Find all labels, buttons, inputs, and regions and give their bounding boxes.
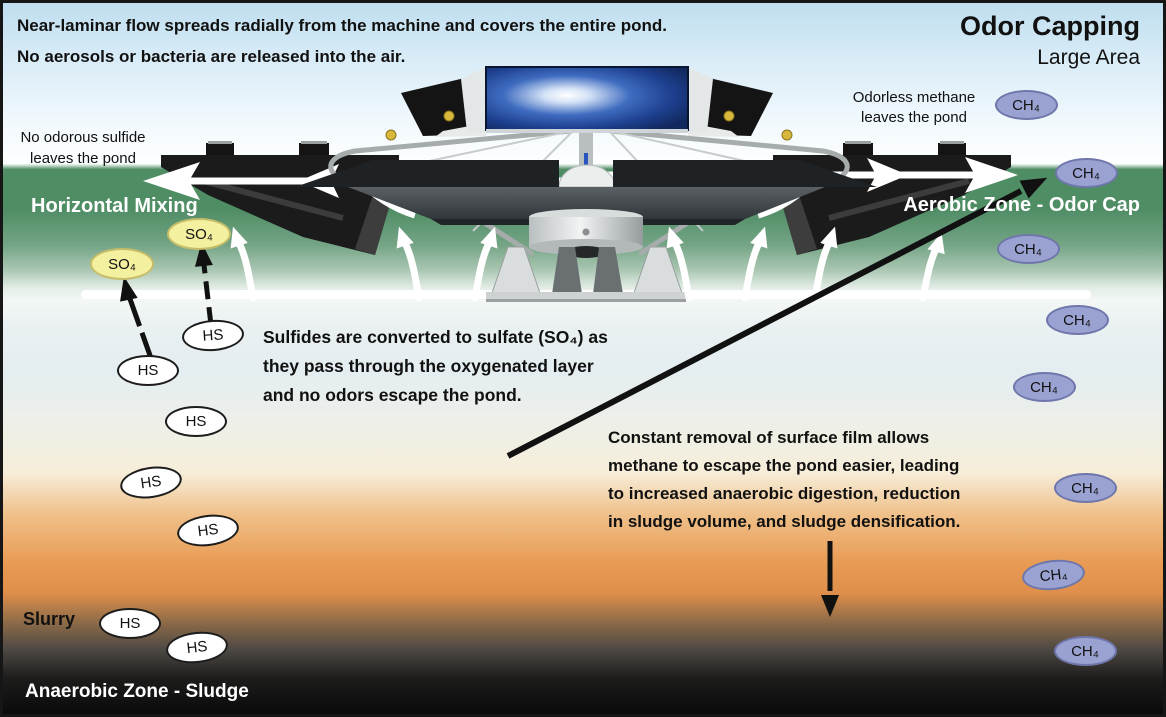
upwelling-arrowheads xyxy=(230,226,945,255)
sulfide-conversion-arrows xyxy=(120,242,214,362)
hs-bubble: HS xyxy=(164,628,230,666)
no-sulfide-note: No odorous sulfide leaves the pond xyxy=(20,129,146,167)
so4-bubble: SO₄ xyxy=(90,248,154,280)
title-block: Odor Capping Large Area xyxy=(960,9,1140,72)
solar-circulator-machine xyxy=(295,66,877,302)
ch4-bubble: CH₄ xyxy=(1045,305,1109,335)
ch4-bubble: CH₄ xyxy=(1053,636,1117,666)
boom-joint xyxy=(385,129,397,141)
boom-joint xyxy=(781,129,793,141)
ch4-bubble: CH₄ xyxy=(1053,473,1117,503)
methane-escape-arrow xyxy=(506,177,1048,459)
odorless-methane-note: Odorless methane leaves the pond xyxy=(852,89,976,126)
hs-bubble: HS xyxy=(118,462,184,502)
sulfate-conversion-note: Sulfides are converted to sulfate (SO₄) … xyxy=(263,327,608,405)
pond-artwork xyxy=(81,66,1091,617)
hs-bubble: HS xyxy=(175,510,241,550)
ch4-bubble: CH₄ xyxy=(1020,556,1086,594)
ch4-bubble: CH₄ xyxy=(1054,158,1118,188)
methane-removal-note: Constant removal of surface film allows … xyxy=(608,428,961,531)
boom-joint xyxy=(723,110,735,122)
upwelling-arrows xyxy=(235,239,940,302)
aerobic-zone-label: Aerobic Zone - Odor Cap xyxy=(903,194,1140,216)
base-plate xyxy=(486,292,686,299)
mixing-dish xyxy=(348,187,825,219)
float-wing-right xyxy=(613,160,877,187)
panel-support-right xyxy=(688,67,713,132)
hs-bubble: HS xyxy=(180,317,246,353)
top-note: Near-laminar flow spreads radially from … xyxy=(17,16,667,66)
ch4-bubble: CH₄ xyxy=(996,234,1060,264)
ch4-bubble: CH₄ xyxy=(994,90,1058,120)
anaerobic-zone-label: Anaerobic Zone - Sludge xyxy=(25,681,249,702)
hs-bubble: HS xyxy=(99,607,161,639)
so4-bubble: SO₄ xyxy=(167,218,231,250)
float-wing-left xyxy=(295,160,559,187)
hs-bubble: HS xyxy=(117,354,179,386)
horizontal-mixing-label: Horizontal Mixing xyxy=(31,195,198,217)
intake-legs xyxy=(491,246,683,294)
film-removal-arrow xyxy=(821,541,839,617)
panel-support-left xyxy=(461,67,486,132)
slurry-label: Slurry xyxy=(23,609,76,629)
page-subtitle: Large Area xyxy=(1037,46,1140,69)
page-title: Odor Capping xyxy=(960,11,1140,41)
solar-panel xyxy=(485,66,689,131)
ch4-bubble: CH₄ xyxy=(1012,372,1076,402)
boom-joint xyxy=(443,110,455,122)
hs-bubble: HS xyxy=(165,405,227,437)
